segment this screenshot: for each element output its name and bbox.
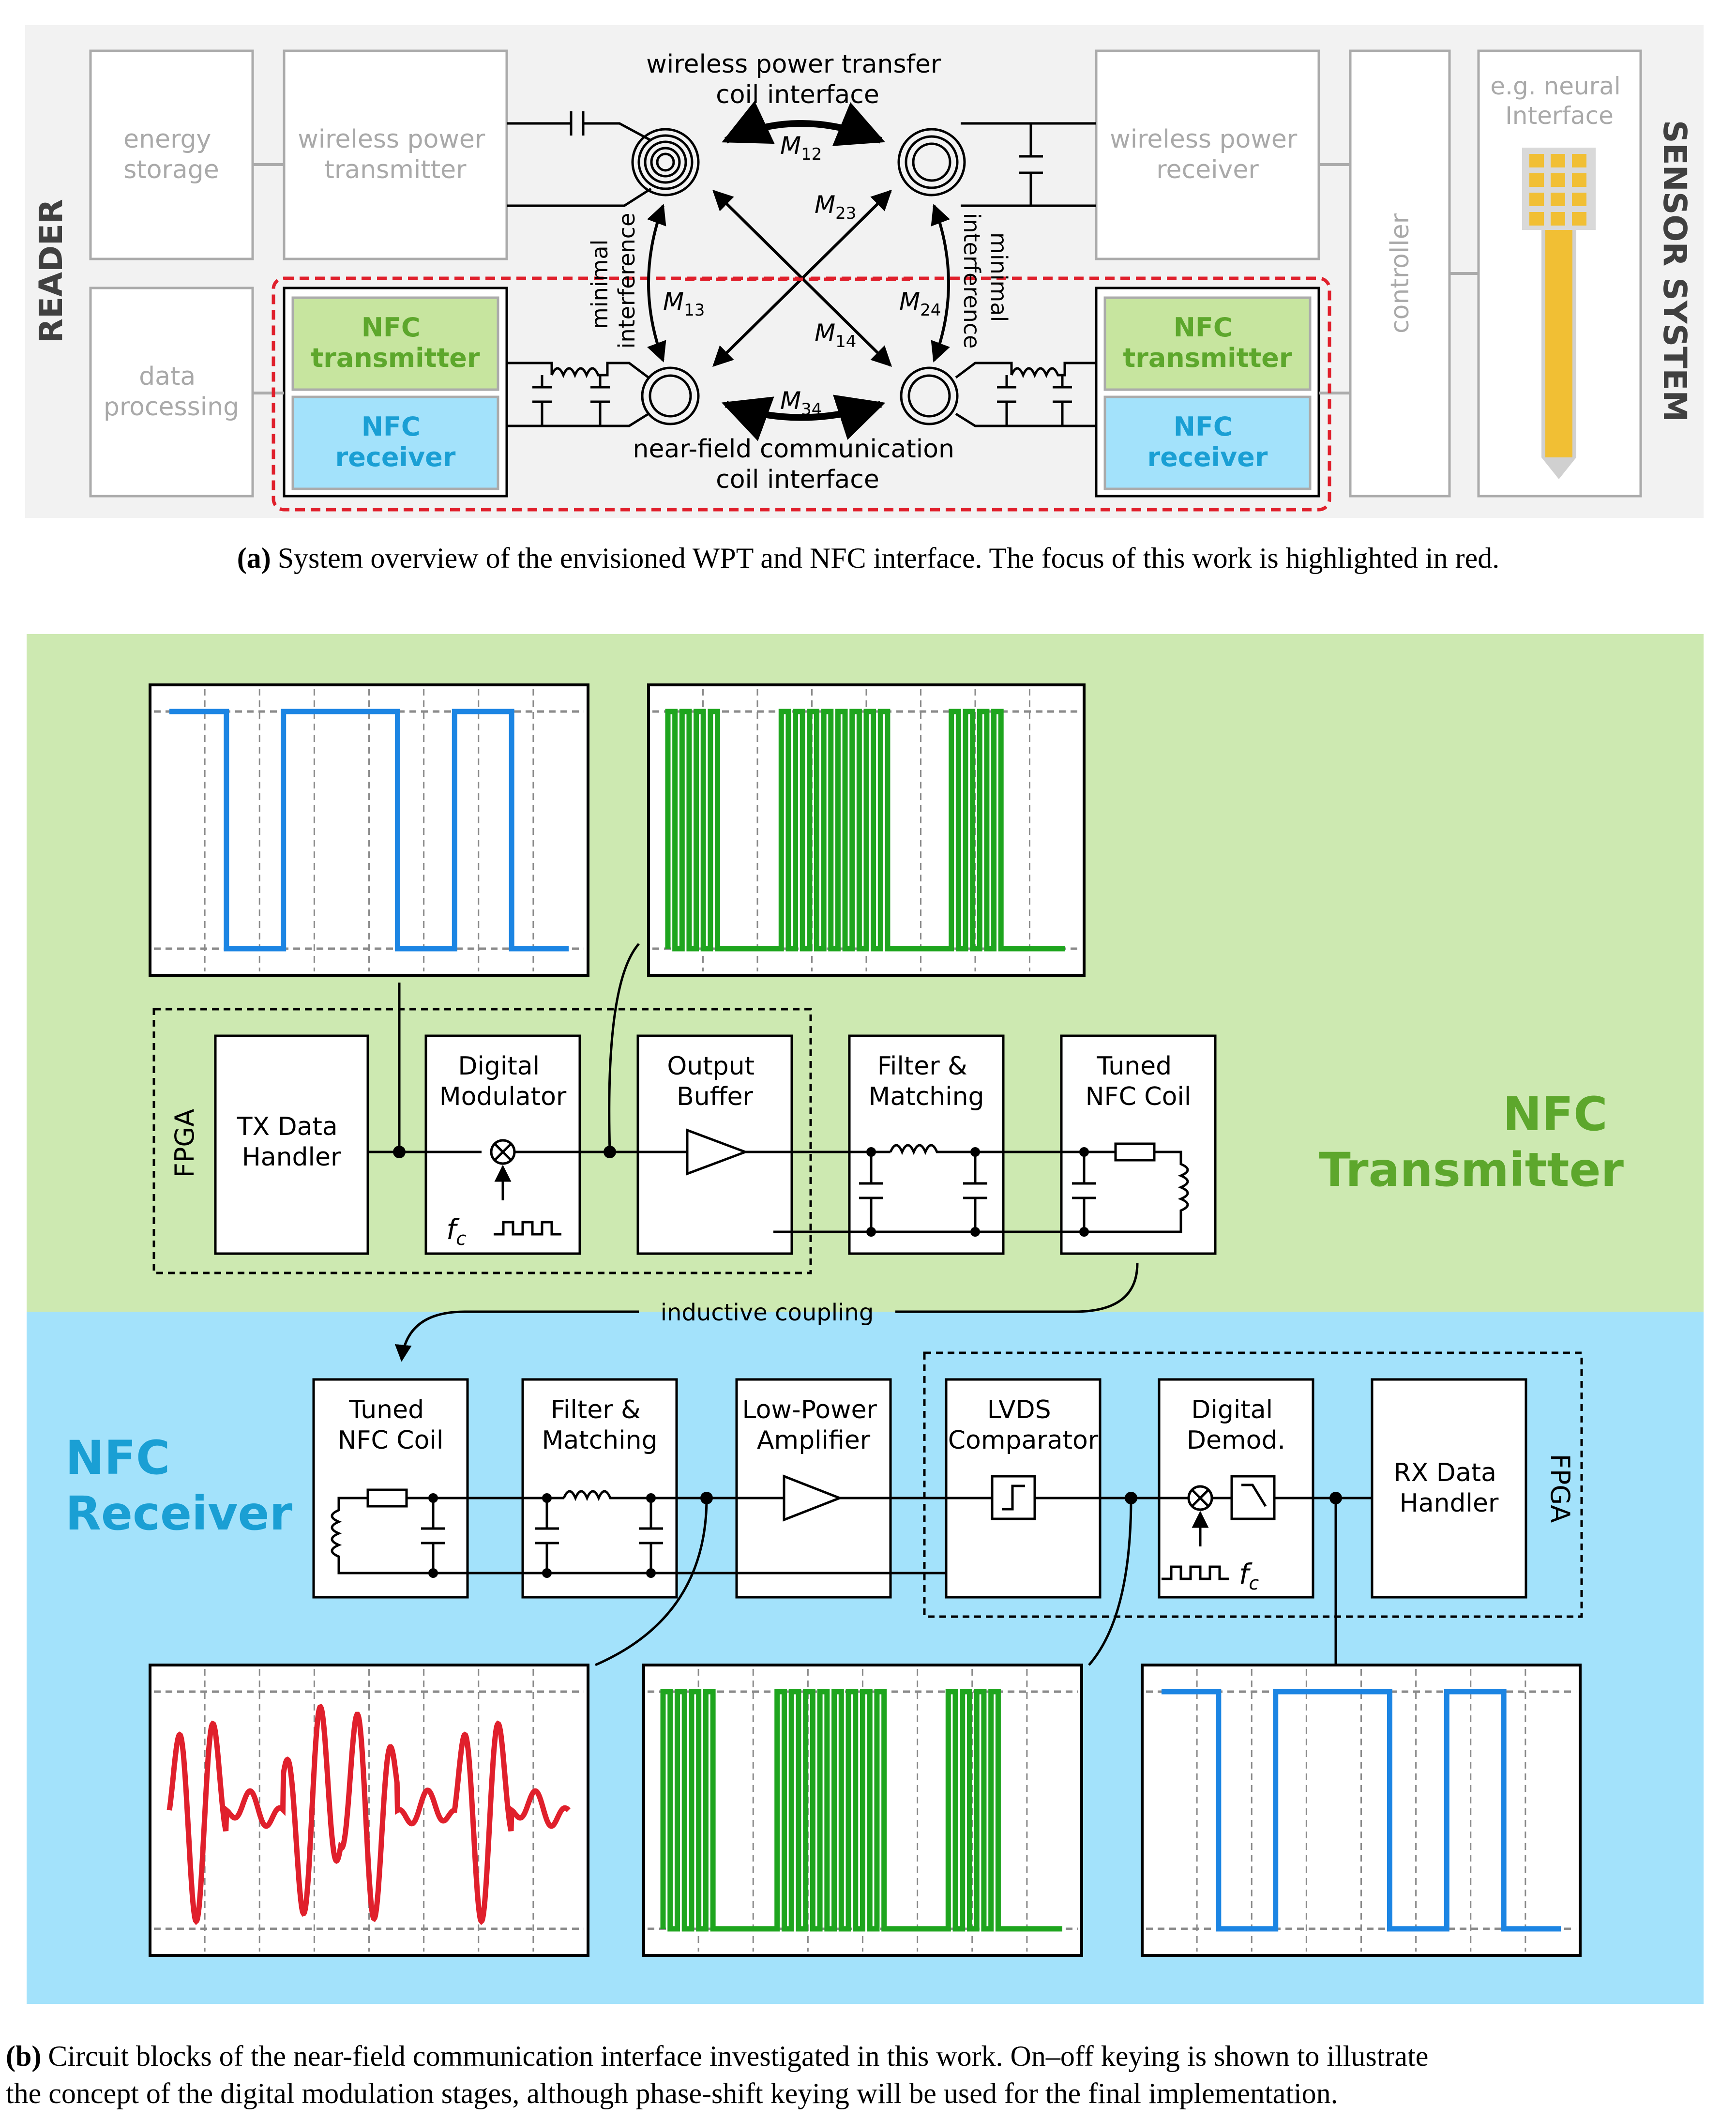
- svg-text:M34: M34: [780, 387, 822, 419]
- rx-data-handler-label: RX Data Handler: [1394, 1458, 1505, 1518]
- svg-text:M14: M14: [815, 319, 856, 351]
- wp-receiver-label: wireless power receiver: [1110, 125, 1305, 184]
- m34-arrow: [721, 394, 886, 441]
- m24-arrow: [931, 204, 950, 363]
- sensor-nfc-receiver-label: NFC receiver: [1147, 411, 1268, 472]
- nfc-transmitter-title: NFC Transmitter: [1319, 1087, 1624, 1197]
- digital-demod-label: Digital Demod.: [1187, 1395, 1285, 1455]
- lvds-comparator-label: LVDS Comparator: [948, 1395, 1099, 1455]
- svg-text:M12: M12: [780, 132, 822, 164]
- rx-tuned-coil-label: Tuned NFC Coil: [338, 1395, 444, 1455]
- data-processing-label: data processing: [104, 362, 239, 422]
- sensor-nfc-transmitter: [1103, 296, 1312, 391]
- rx-fc-label: fc: [1239, 1558, 1259, 1594]
- probe-pad: [1529, 173, 1544, 187]
- tx-tuned-coil-label: Tuned NFC Coil: [1086, 1052, 1192, 1111]
- m13-arrow: [647, 204, 666, 363]
- rx-fpga-label: FPGA: [1545, 1454, 1575, 1523]
- waveforms: [166, 709, 1561, 1932]
- tx-fpga-label: FPGA: [169, 1109, 200, 1178]
- tx-filter-matching-label: Filter & Matching: [868, 1052, 984, 1111]
- reader-wpt-coil-icon: [631, 128, 700, 197]
- energy-storage-box: [89, 49, 254, 260]
- wp-transmitter-label: wireless power transmitter: [298, 125, 493, 184]
- tx-data-waveform: [169, 709, 569, 952]
- received-rf-waveform: [166, 1704, 571, 1925]
- probe-pad: [1572, 212, 1586, 226]
- wp-receiver-box: [1095, 49, 1320, 260]
- reader-nfc-transmitter-label: NFC transmitter: [311, 312, 480, 373]
- reader-label: READER: [32, 199, 70, 343]
- rx-fpga-region: [923, 1351, 1583, 1618]
- sensor-nfc-coil-icon: [900, 366, 959, 425]
- caption-b-line1: (b)Circuit blocks of the near-field comm…: [6, 2040, 1428, 2072]
- probe-pad: [1551, 212, 1565, 226]
- output-buffer-label: Output Buffer: [667, 1052, 762, 1111]
- data-processing-box: [89, 287, 254, 498]
- sensor-nfc-transmitter-label: NFC transmitter: [1123, 312, 1292, 373]
- reader-wpt-link: [507, 111, 652, 207]
- reader-nfc-receiver-label: NFC receiver: [335, 411, 456, 472]
- neural-interface-label: e.g. neural Interface: [1490, 72, 1628, 130]
- caption-b-line2: the concept of the digital modulation st…: [6, 2077, 1338, 2109]
- nfc-interface-label: near-field communication coil interface: [633, 435, 962, 494]
- minimal-interference-right: minimal interference: [959, 213, 1012, 349]
- rx-nodes: [428, 1492, 1342, 1578]
- sensor-nfc-link: [955, 362, 1096, 427]
- probe-pad: [1529, 193, 1544, 206]
- probe-pad: [1551, 173, 1565, 187]
- rx-signal-path: [331, 1474, 1372, 1666]
- controller-box: [1349, 49, 1451, 498]
- digital-modulator-label: Digital Modulator: [439, 1052, 567, 1111]
- reader-nfc-coil-icon: [641, 366, 700, 425]
- reader-nfc-link: [507, 362, 649, 427]
- tx-node-1: [393, 1146, 406, 1158]
- probe-pad: [1529, 154, 1544, 167]
- comparator-waveform: [660, 1689, 1062, 1932]
- svg-text:M24: M24: [899, 288, 941, 320]
- probe-pad: [1572, 173, 1586, 187]
- sensor-system-label: SENSOR SYSTEM: [1656, 120, 1693, 422]
- panel-b: NFC Transmitter NFC Receiver FPGA FPGA T…: [6, 634, 1704, 2109]
- rx-data-waveform: [1162, 1689, 1561, 1932]
- wpt-interface-label: wireless power transfer coil interface: [646, 50, 949, 109]
- probe-pad: [1551, 193, 1565, 206]
- minimal-interference-left: minimal interference: [587, 213, 640, 349]
- tx-fpga-region: [152, 1008, 812, 1274]
- caption-a: (a)System overview of the envisioned WPT…: [237, 542, 1500, 574]
- tx-node-2: [604, 1146, 616, 1158]
- svg-text:M13: M13: [663, 288, 705, 320]
- neural-probe-icon: [1522, 148, 1596, 479]
- probe-pad: [1572, 154, 1586, 167]
- tx-signal-path: [368, 943, 1189, 1362]
- sensor-wpt-link: [961, 122, 1096, 207]
- low-power-amplifier-label: Low-Power Amplifier: [742, 1395, 885, 1455]
- probe-pad: [1572, 193, 1586, 206]
- modulated-waveform: [665, 709, 1065, 952]
- panel-a: READER SENSOR SYSTEM energy storage wire…: [25, 25, 1704, 574]
- probe-pad: [1551, 154, 1565, 167]
- wp-transmitter-box: [283, 49, 508, 260]
- rx-filter-matching-label: Filter & Matching: [542, 1395, 657, 1455]
- reader-nfc-receiver: [291, 395, 499, 490]
- m12-arrow: [722, 101, 886, 146]
- inductive-coupling-label: inductive coupling: [661, 1299, 874, 1326]
- sensor-nfc-receiver: [1103, 395, 1312, 490]
- tx-blocks: [214, 1034, 1217, 1255]
- svg-text:M23: M23: [815, 191, 856, 223]
- controller-label: controller: [1386, 213, 1415, 333]
- probe-pad: [1529, 212, 1544, 226]
- tx-filter-nodes: [866, 1147, 1089, 1237]
- nfc-receiver-title: NFC Receiver: [65, 1431, 293, 1541]
- tx-data-handler-label: TX Data Handler: [237, 1112, 346, 1172]
- reader-nfc-transmitter: [291, 296, 499, 391]
- energy-storage-label: energy storage: [123, 125, 219, 184]
- sensor-wpt-coil-icon: [897, 128, 966, 197]
- mutual-labels: M12 M23 M13 M24 M14 M34: [663, 132, 941, 419]
